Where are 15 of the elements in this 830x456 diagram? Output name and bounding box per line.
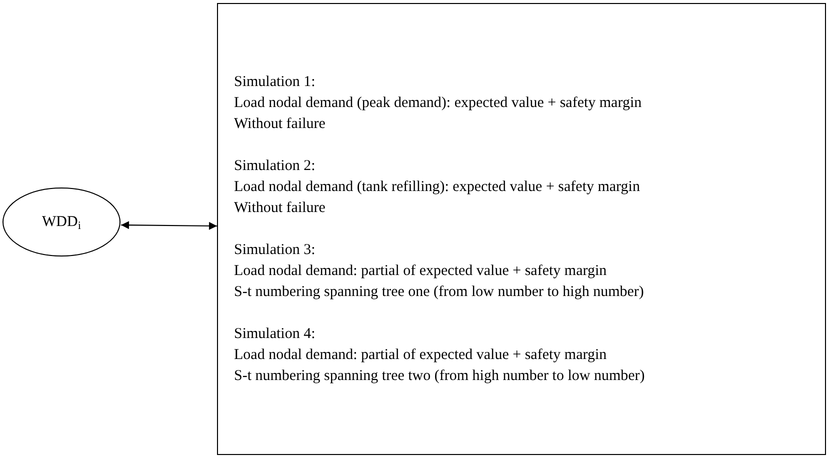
node-label: WDD$_{i}$ — [42, 212, 81, 234]
simulation-detail: S-t numbering spanning tree two (from high number to low number) — [234, 366, 645, 386]
simulation-heading: Simulation 3: — [234, 240, 316, 260]
double-arrow — [120, 221, 218, 230]
simulation-detail: Without failure — [234, 114, 326, 134]
simulation-detail: Load nodal demand (tank refilling): expected value + safety margin — [234, 178, 640, 196]
simulation-detail: Without failure — [234, 198, 326, 218]
simulation-heading: Simulation 4: — [234, 324, 316, 344]
simulation-heading: Simulation 1: — [234, 72, 316, 92]
simulation-detail: Load nodal demand (peak demand): expected value + safety margin — [234, 94, 642, 112]
simulation-detail: Load nodal demand: partial of expected value + safety margin — [234, 346, 607, 364]
simulation-detail: S-t numbering spanning tree one (from low number to high number) — [234, 282, 644, 302]
simulation-detail: Load nodal demand: partial of expected value + safety margin — [234, 262, 607, 280]
text-box — [217, 3, 826, 455]
simulation-heading: Simulation 2: — [234, 156, 316, 176]
